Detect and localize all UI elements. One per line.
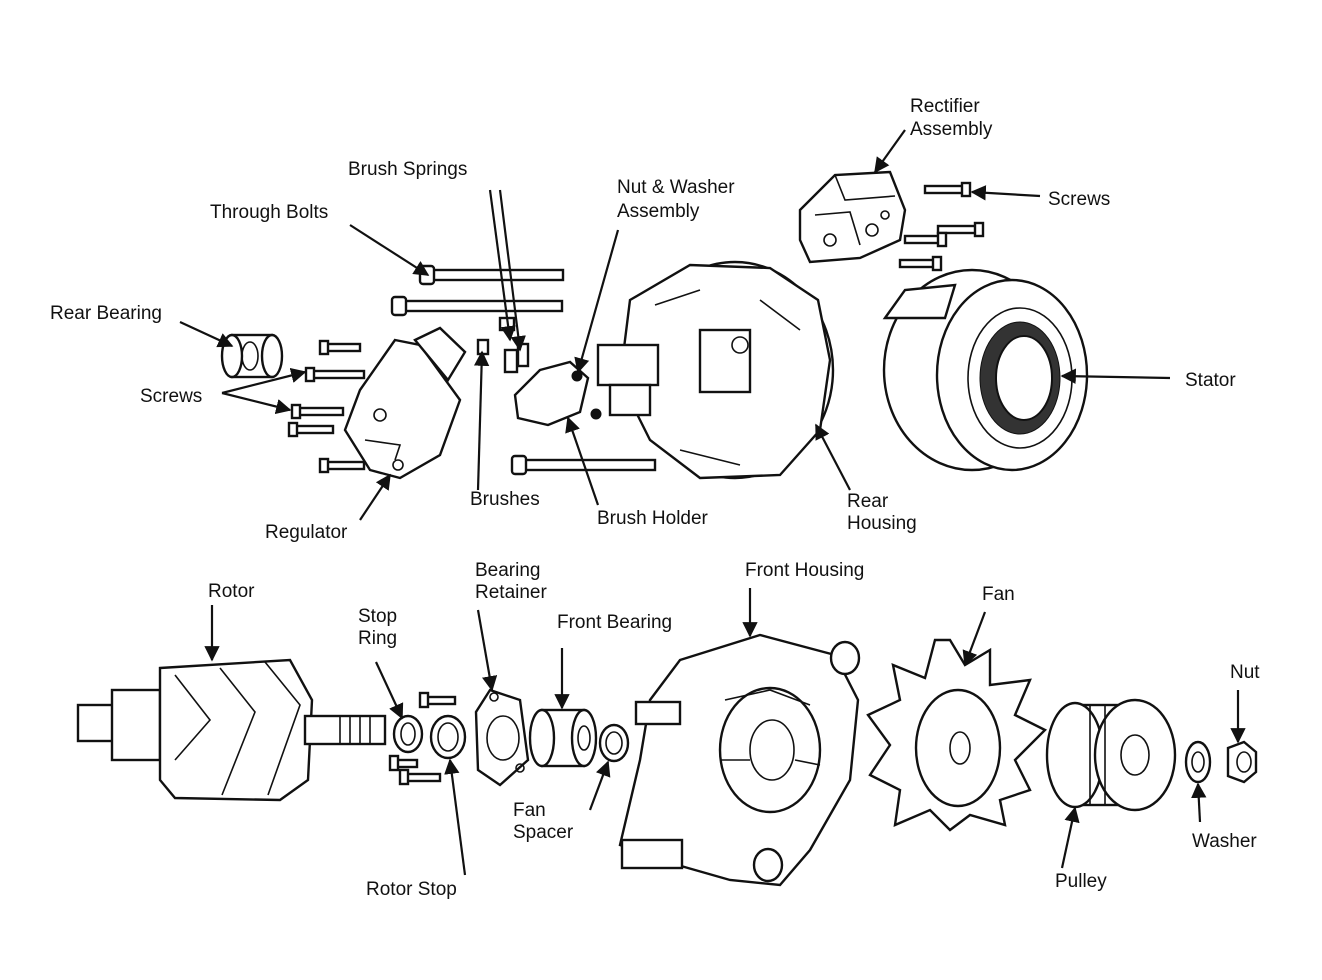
rear-housing [596, 260, 835, 480]
label-stop-ring-line1: Stop [358, 606, 397, 627]
regulator-screws [287, 339, 366, 474]
rectifier-screws [898, 181, 985, 272]
label-rectifier-assembly-line2: Assembly [910, 119, 993, 140]
front-bearing [528, 708, 598, 768]
label-brush-springs: Brush Springs [348, 159, 467, 180]
label-regulator: Regulator [265, 522, 348, 543]
label-bearing-retainer-line2: Retainer [475, 582, 547, 603]
washer [1184, 740, 1212, 784]
label-rotor: Rotor [208, 581, 255, 602]
nut [1226, 740, 1258, 784]
label-brush-holder: Brush Holder [597, 508, 709, 529]
label-rear-bearing: Rear Bearing [50, 303, 162, 324]
label-through-bolts: Through Bolts [210, 202, 328, 223]
label-rear-housing-line1: Rear [847, 491, 889, 512]
label-stop-ring-line2: Ring [358, 628, 397, 649]
label-stator: Stator [1185, 370, 1236, 391]
label-fan-spacer-line2: Spacer [513, 822, 574, 843]
stop-ring [392, 714, 424, 754]
fan-spacer [598, 723, 630, 763]
retainer-screws [388, 691, 457, 786]
label-washer: Washer [1192, 831, 1257, 852]
rectifier-assembly [798, 170, 907, 264]
front-housing [618, 633, 861, 887]
label-screws-left: Screws [140, 386, 202, 407]
label-rectifier-assembly-line1: Rectifier [910, 96, 980, 117]
label-fan: Fan [982, 584, 1015, 605]
fan [866, 638, 1048, 832]
regulator [343, 326, 467, 480]
leader-arrows [179, 129, 1246, 876]
label-bearing-retainer-line1: Bearing [475, 560, 541, 581]
label-rear-housing-line2: Housing [847, 513, 917, 534]
label-nut-washer-line1: Nut & Washer [617, 177, 735, 198]
rear-bearing [220, 333, 284, 379]
label-front-housing: Front Housing [745, 560, 864, 581]
label-brushes: Brushes [470, 489, 540, 510]
rotor-stop [429, 714, 467, 760]
pulley [1045, 698, 1177, 812]
label-pulley: Pulley [1055, 871, 1107, 892]
rotor [76, 658, 387, 802]
label-screws-top: Screws [1048, 189, 1110, 210]
label-nut: Nut [1230, 662, 1260, 683]
label-front-bearing: Front Bearing [557, 612, 672, 633]
brush-holder [513, 360, 602, 427]
brush-springs [476, 316, 530, 374]
label-fan-spacer-line1: Fan [513, 800, 546, 821]
stator [882, 268, 1089, 472]
bearing-retainer [474, 688, 530, 787]
label-rotor-stop: Rotor Stop [366, 879, 457, 900]
label-nut-washer-line2: Assembly [617, 201, 700, 222]
